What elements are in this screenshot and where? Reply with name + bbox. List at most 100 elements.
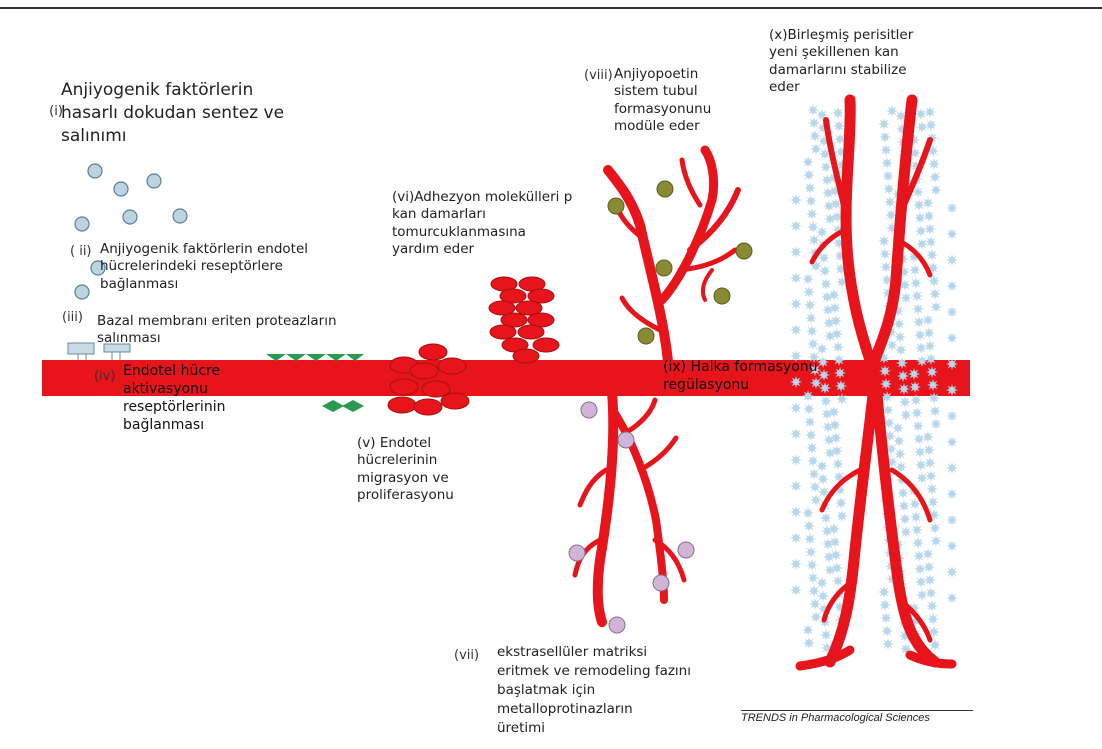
pericyte-star: [820, 395, 832, 407]
pericyte-star: [914, 212, 926, 224]
pericyte-star: [810, 143, 822, 155]
pericyte-star: [896, 357, 908, 369]
label-ii-number: ( ii): [70, 244, 92, 261]
pericyte-star: [922, 197, 934, 209]
pericyte-star: [831, 328, 843, 340]
angiopoietin-circle: [656, 260, 672, 276]
pericyte-star: [927, 496, 939, 508]
pericyte-star: [802, 507, 814, 519]
pericyte-star: [878, 586, 890, 598]
pericyte-star: [832, 107, 844, 119]
label-vi-text: (vi)Adhezyon molekülleri p kan damarları…: [392, 189, 572, 258]
pericyte-star: [916, 238, 928, 250]
pericyte-star: [880, 378, 892, 390]
pericyte-star: [929, 405, 941, 417]
pericyte-star: [803, 403, 815, 415]
pericyte-star: [926, 249, 938, 261]
pericyte-star: [886, 105, 898, 117]
pericyte-star: [830, 432, 842, 444]
pericyte-star: [804, 182, 816, 194]
pericyte-star: [925, 587, 937, 599]
pericyte-star: [946, 306, 958, 318]
pericyte-star: [946, 592, 958, 604]
pericyte-star: [804, 416, 816, 428]
pericyte-star: [897, 487, 909, 499]
pericyte-star: [790, 298, 802, 310]
pericyte-star: [807, 221, 819, 233]
pericyte-star: [911, 524, 923, 536]
pericyte-star: [807, 104, 819, 116]
pericyte-star: [911, 407, 923, 419]
pericyte-star: [946, 332, 958, 344]
pericyte-star: [913, 199, 925, 211]
angiopoietin-circle: [657, 181, 673, 197]
pericyte-star: [879, 131, 891, 143]
pericyte-star: [804, 299, 816, 311]
pericyte-star: [914, 563, 926, 575]
pericyte-star: [925, 236, 937, 248]
pericyte-star: [924, 457, 936, 469]
pericyte-star: [916, 589, 928, 601]
pericyte-star: [946, 566, 958, 578]
mmp-circle: [569, 545, 585, 561]
pericyte-star: [926, 600, 938, 612]
mmp-circle: [678, 542, 694, 558]
pericyte-star: [882, 170, 894, 182]
pericyte-star: [790, 480, 802, 492]
pericyte-star: [803, 520, 815, 532]
pericyte-star: [897, 370, 909, 382]
pericyte-star: [820, 512, 832, 524]
pericyte-star: [899, 396, 911, 408]
pericyte-star: [805, 546, 817, 558]
pericyte-star: [828, 523, 840, 535]
pericyte-star: [881, 625, 893, 637]
factor-circle: [173, 209, 187, 223]
pericyte-star: [790, 532, 802, 544]
protease-diamond: [342, 400, 364, 412]
pericyte-star: [924, 223, 936, 235]
pericyte-star: [790, 246, 802, 258]
factor-circle: [75, 285, 89, 299]
protease-triangle: [306, 354, 326, 361]
label-iii-text: Bazal membranı eriten proteazların salın…: [97, 313, 337, 348]
pericyte-star: [804, 533, 816, 545]
pericyte-star: [805, 312, 817, 324]
pericyte-star: [915, 225, 927, 237]
pericyte-star: [927, 613, 939, 625]
pericyte-star: [790, 558, 802, 570]
pericyte-star: [925, 470, 937, 482]
pericyte-star: [929, 288, 941, 300]
pericyte-star: [803, 169, 815, 181]
pericyte-star: [898, 500, 910, 512]
pericyte-star: [806, 442, 818, 454]
pericyte-star: [810, 611, 822, 623]
pericyte-star: [832, 458, 844, 470]
pericyte-star: [832, 575, 844, 587]
mmp-circle: [609, 617, 625, 633]
pericyte-star: [829, 536, 841, 548]
pericyte-star: [912, 303, 924, 315]
pericyte-star: [802, 273, 814, 285]
pericyte-star: [809, 598, 821, 610]
pericyte-star: [830, 549, 842, 561]
pericyte-star: [946, 280, 958, 292]
factor-circle: [123, 210, 137, 224]
pericyte-star: [924, 340, 936, 352]
label-i: (i): [39, 80, 63, 121]
factor-circle: [88, 164, 102, 178]
pericyte-star: [926, 366, 938, 378]
pericyte-star: [879, 599, 891, 611]
pericyte-star: [924, 574, 936, 586]
mmp-circle: [618, 432, 634, 448]
pericyte-star: [946, 436, 958, 448]
protease-triangle: [346, 354, 364, 361]
pericyte-star: [908, 368, 920, 380]
pericyte-star: [900, 526, 912, 538]
pericyte-star: [898, 383, 910, 395]
label-vii-text: ekstrasellüler matriksi eritmek ve remod…: [497, 643, 691, 737]
pericyte-star: [807, 572, 819, 584]
pericyte-star: [803, 637, 815, 649]
pericyte-star: [929, 171, 941, 183]
pericyte-star: [946, 254, 958, 266]
angiopoietin-circle: [714, 288, 730, 304]
